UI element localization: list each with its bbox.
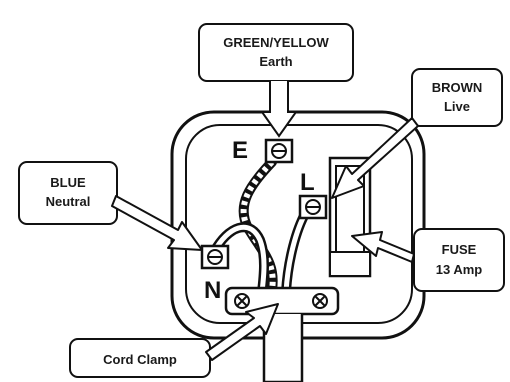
callout-fuse-arrow-icon [351,231,415,263]
callout-live-box [411,68,503,127]
power-cable [262,314,304,382]
callout-neutral: BLUE Neutral [18,161,203,251]
callout-live-arrow-icon [331,117,419,199]
callout-clamp: Cord Clamp [69,303,279,378]
terminal-neutral [200,244,230,270]
callout-earth-line2: Earth [259,54,292,69]
callout-earth-arrow-icon [260,81,298,138]
callout-fuse: FUSE 13 Amp [351,228,505,292]
callout-live: BROWN Live [331,68,503,199]
callout-fuse-box [413,228,505,292]
callout-earth-box [198,23,354,82]
callout-neutral-line1: BLUE [50,175,86,190]
terminal-letter-neutral: N [204,277,221,304]
neutral-wire [209,222,269,297]
callout-fuse-line2: 13 Amp [436,262,483,277]
callout-fuse-line1: FUSE [442,242,477,257]
callout-neutral-box [18,161,118,225]
callout-neutral-line2: Neutral [46,194,91,209]
callout-live-line2: Live [444,99,470,114]
fuse-clip-bottom [329,251,371,277]
live-wire [281,207,311,297]
fuse-holder [328,156,372,278]
cord-clamp [224,286,340,316]
terminal-letter-earth: E [232,137,248,164]
callout-clamp-arrow-icon [205,303,279,361]
callout-earth: GREEN/YELLOW Earth [198,23,354,138]
callout-clamp-line1: Cord Clamp [103,352,177,367]
callout-neutral-arrow-icon [111,195,203,251]
terminal-earth [264,138,294,164]
callout-earth-line1: GREEN/YELLOW [223,35,329,50]
terminal-live [298,194,328,220]
terminal-letter-live: L [300,169,315,196]
callout-live-line1: BROWN [432,80,483,95]
